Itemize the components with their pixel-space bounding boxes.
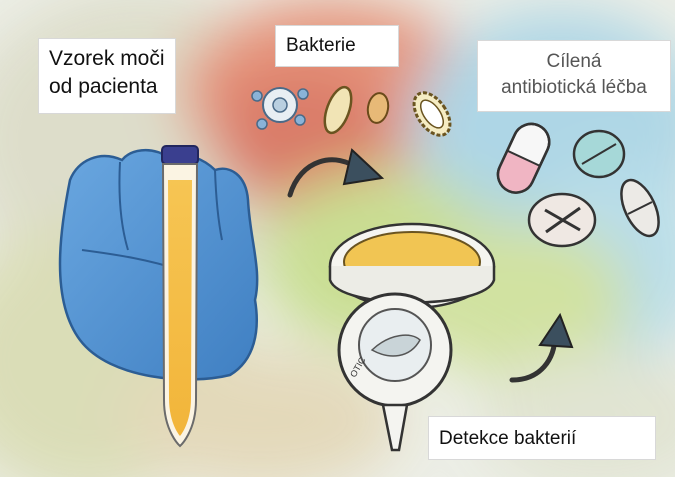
therapy-label-line-1: Cílená <box>482 49 666 75</box>
gloved-hand-icon <box>60 150 257 379</box>
detection-label-text: Detekce bakterií <box>439 427 655 451</box>
sample-label-line-2: od pacienta <box>49 73 175 101</box>
bacteria-label: Bakterie <box>275 25 399 67</box>
therapy-label-line-2: antibiotická léčba <box>482 75 666 101</box>
bacteria-label-text: Bakterie <box>286 34 398 58</box>
pill-icon <box>529 194 595 246</box>
detection-label: Detekce bakterií <box>428 416 656 460</box>
sample-label-line-1: Vzorek moči <box>49 45 175 73</box>
sample-label: Vzorek moči od pacienta <box>38 38 176 114</box>
pill-icon <box>574 131 624 177</box>
urine-tube-icon <box>162 146 198 446</box>
therapy-label: Cílená antibiotická léčba <box>477 40 671 112</box>
